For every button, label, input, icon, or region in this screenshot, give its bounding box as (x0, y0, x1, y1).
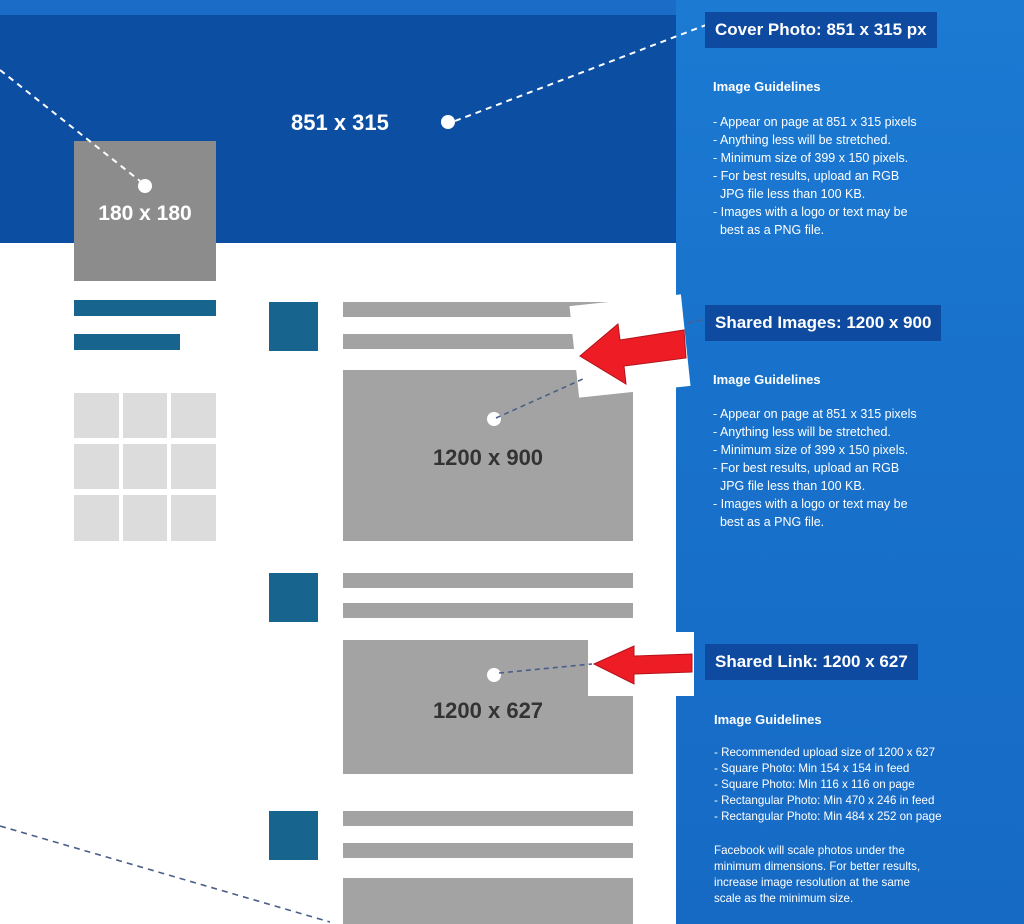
shared-images-header: Shared Images: 1200 x 900 (705, 305, 942, 341)
photo-tile (171, 444, 216, 489)
photo-tile (74, 495, 119, 541)
shared-image-size-label: 1200 x 900 (432, 445, 544, 470)
guideline-line: - Appear on page at 851 x 315 pixels (713, 115, 917, 129)
post-avatar (269, 302, 318, 351)
note-line: scale as the minimum size. (714, 892, 854, 905)
note-line: minimum dimensions. For better results, (714, 860, 921, 873)
shared-link-header: Shared Link: 1200 x 627 (705, 644, 918, 680)
shared-link-size-label: 1200 x 627 (432, 698, 544, 723)
cover-size-label: 851 x 315 (291, 110, 389, 135)
cover-marker-dot (441, 115, 455, 129)
guideline-line: - Images with a logo or text may be (713, 205, 908, 219)
guideline-line: JPG file less than 100 KB. (713, 479, 866, 493)
guideline-line: - Rectangular Photo: Min 484 x 252 on pa… (714, 810, 942, 823)
guideline-line: - Images with a logo or text may be (713, 497, 908, 511)
note-line: increase image resolution at the same (714, 876, 910, 889)
cover-photo-header: Cover Photo: 851 x 315 px (705, 12, 937, 48)
shared-link-marker-dot (487, 668, 501, 682)
shared-link-guidelines-list: - Recommended upload size of 1200 x 627 … (714, 745, 942, 825)
guideline-line: - Appear on page at 851 x 315 pixels (713, 407, 917, 421)
post-avatar (269, 811, 318, 860)
shared-image-placeholder: 1200 x 900 (343, 370, 633, 541)
cover-guidelines-list: - Appear on page at 851 x 315 pixels - A… (713, 113, 917, 239)
shared-image-marker-dot (487, 412, 501, 426)
post-text-bar (343, 302, 633, 317)
red-arrow-icon (592, 645, 693, 685)
guideline-line: - Recommended upload size of 1200 x 627 (714, 746, 936, 759)
photo-tile (74, 393, 119, 438)
shared-link-note: Facebook will scale photos under the min… (714, 843, 920, 907)
note-line: Facebook will scale photos under the (714, 844, 905, 857)
photo-tile (74, 444, 119, 489)
post-text-bar (343, 334, 633, 349)
guideline-line: - Anything less will be stretched. (713, 133, 891, 147)
profile-size-label: 180 x 180 (98, 202, 192, 225)
photo-grid (74, 393, 216, 541)
guideline-line: - Square Photo: Min 154 x 154 in feed (714, 762, 910, 775)
photo-tile (123, 393, 167, 438)
shared-link-placeholder: 1200 x 627 (343, 640, 633, 774)
cover-guidelines-title: Image Guidelines (713, 79, 821, 94)
guideline-line: JPG file less than 100 KB. (713, 187, 866, 201)
profile-subtitle-bar (74, 334, 180, 350)
post-text-bar (343, 573, 633, 588)
photo-tile (171, 495, 216, 541)
guideline-line: - Minimum size of 399 x 150 pixels. (713, 443, 909, 457)
photo-tile (171, 393, 216, 438)
post-text-bar (343, 843, 633, 858)
top-edge (0, 0, 676, 15)
guideline-line: - Square Photo: Min 116 x 116 on page (714, 778, 915, 791)
post-text-bar (343, 603, 633, 618)
profile-marker-dot (138, 179, 152, 193)
guideline-line: best as a PNG file. (713, 223, 825, 237)
profile-name-bar (74, 300, 216, 316)
post-text-bar (343, 811, 633, 826)
guideline-line: best as a PNG file. (713, 515, 825, 529)
guideline-line: - For best results, upload an RGB (713, 461, 900, 475)
profile-picture-placeholder: 180 x 180 (74, 141, 216, 281)
guideline-line: - Anything less will be stretched. (713, 425, 891, 439)
shared-images-guidelines-list: - Appear on page at 851 x 315 pixels - A… (713, 405, 917, 531)
guidelines-panel (676, 0, 1024, 924)
red-arrow-icon (579, 323, 687, 385)
post-avatar (269, 573, 318, 622)
guideline-line: - Minimum size of 399 x 150 pixels. (713, 151, 909, 165)
shared-link-guidelines-title: Image Guidelines (714, 712, 822, 727)
guideline-line: - For best results, upload an RGB (713, 169, 900, 183)
guideline-line: - Rectangular Photo: Min 470 x 246 in fe… (714, 794, 935, 807)
post-image-placeholder (343, 878, 633, 924)
photo-tile (123, 495, 167, 541)
photo-tile (123, 444, 167, 489)
shared-images-guidelines-title: Image Guidelines (713, 372, 821, 387)
